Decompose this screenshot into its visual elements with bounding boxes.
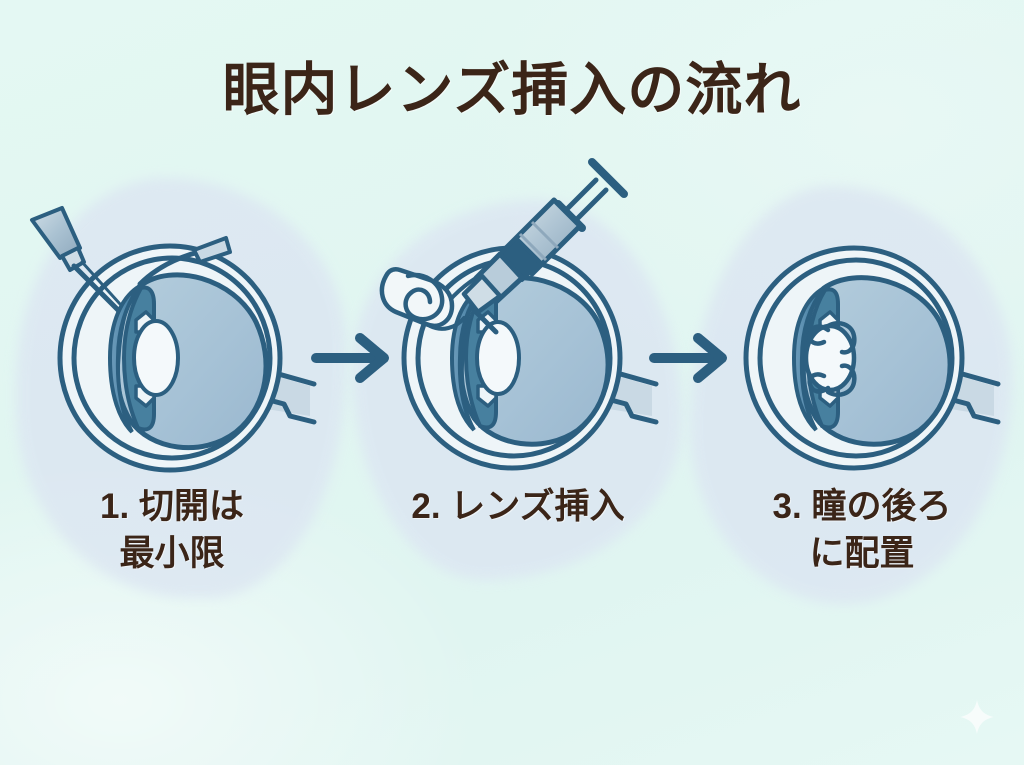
eye-with-scalpel-incision-illustration bbox=[30, 206, 317, 473]
step-1-caption-line-2: 最小限 bbox=[119, 533, 225, 573]
iol-haptic-lower-arm bbox=[825, 363, 857, 397]
step-2-caption-line-1: 2. レンズ挿入 bbox=[411, 487, 625, 526]
arrow-step1-to-step2 bbox=[311, 333, 389, 383]
step-3-caption-line-2: に配置 bbox=[809, 533, 915, 573]
step-1-caption: 1. 切開は 最小限 bbox=[22, 484, 322, 577]
eye-with-implanted-iol-illustration bbox=[743, 245, 1001, 471]
intraocular-lens-icon bbox=[803, 321, 857, 397]
arrow-step2-to-step3 bbox=[649, 333, 727, 383]
iol-optic bbox=[803, 323, 857, 393]
crystalline-lens bbox=[475, 320, 521, 396]
iol-haptic-upper-arm bbox=[825, 321, 857, 355]
step-panel-1: 1. 切開は 最小限 bbox=[22, 200, 322, 577]
rolled-intraocular-lens-icon bbox=[379, 267, 466, 331]
scalpel-icon bbox=[30, 206, 122, 313]
cornea-band bbox=[107, 284, 142, 434]
sparkle-icon bbox=[960, 700, 994, 734]
cornea-band bbox=[791, 286, 826, 432]
corneal-incision bbox=[137, 236, 232, 287]
step-3-caption: 3. 瞳の後ろ に配置 bbox=[712, 484, 1012, 577]
page-title: 眼内レンズ挿入の流れ bbox=[222, 58, 802, 122]
iol-haptic-lower bbox=[807, 372, 831, 394]
step-2-caption: 2. レンズ挿入 bbox=[368, 484, 668, 531]
eye-with-injector-illustration bbox=[379, 158, 659, 471]
step-panel-2: 2. レンズ挿入 bbox=[368, 150, 668, 531]
step-panel-3: 3. 瞳の後ろ に配置 bbox=[712, 200, 1012, 577]
syringe-injector-icon bbox=[461, 158, 628, 335]
step-1-caption-line-1: 1. 切開は bbox=[100, 487, 244, 526]
step-3-caption-line-1: 3. 瞳の後ろ bbox=[772, 487, 952, 526]
iol-haptic-upper bbox=[807, 324, 831, 346]
crystalline-lens bbox=[132, 319, 180, 397]
sclera-inner bbox=[71, 255, 273, 461]
